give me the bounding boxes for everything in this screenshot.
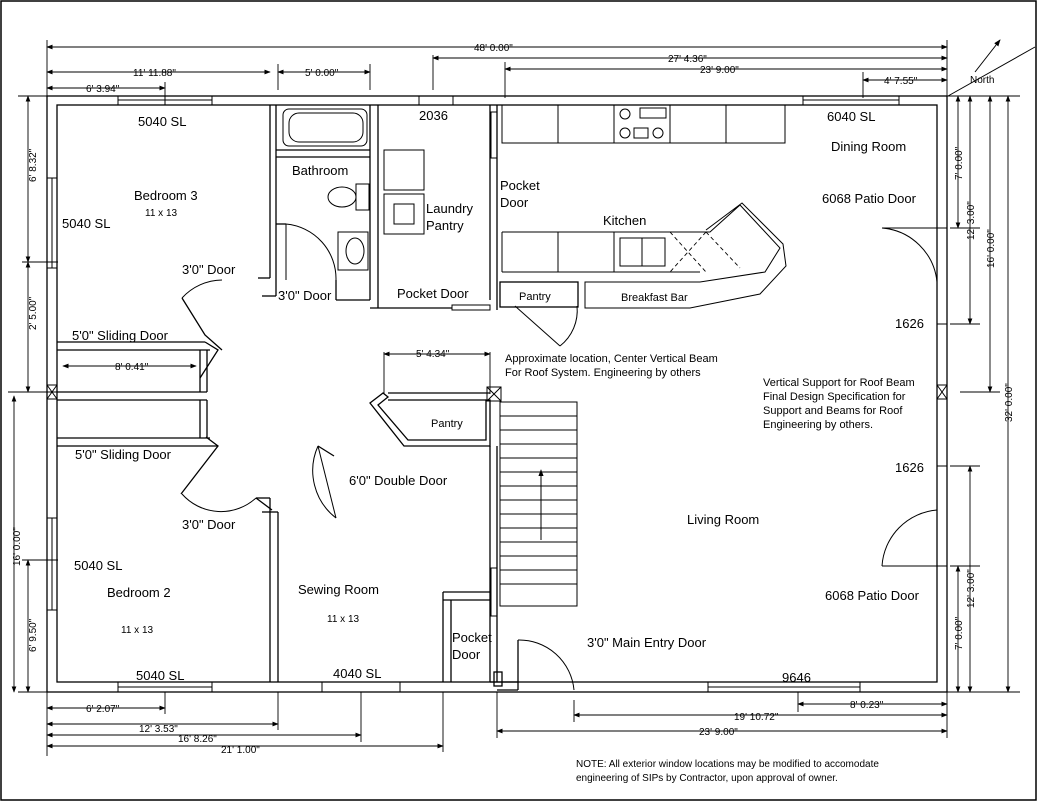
windows bbox=[46, 95, 948, 693]
dim-8-023: 8' 0.23" bbox=[850, 700, 884, 711]
dim-19-1072: 19' 10.72" bbox=[734, 712, 779, 723]
sewing-window-label: 4040 SL bbox=[333, 666, 381, 681]
note-line1: NOTE: All exterior window locations may … bbox=[576, 759, 879, 770]
patio-door-top-label: 6068 Patio Door bbox=[822, 191, 917, 206]
bedroom3-size: 11 x 13 bbox=[145, 208, 177, 219]
bedroom3-label: Bedroom 3 bbox=[134, 188, 198, 203]
top-dimensions: 48' 0.00" 27' 4.36" 11' 11.88" 5' 0.00" … bbox=[46, 40, 948, 98]
dim-6-394: 6' 3.94" bbox=[86, 84, 120, 95]
dim-16-000-left: 16' 0.00" bbox=[12, 527, 23, 566]
sewing-room-size: 11 x 13 bbox=[327, 614, 359, 625]
bedroom2-window-left-label: 5040 SL bbox=[74, 558, 122, 573]
dim-7-000-top: 7' 0.00" bbox=[954, 146, 965, 180]
support-note-line2: Final Design Specification for bbox=[763, 391, 906, 403]
breakfast-bar-label: Breakfast Bar bbox=[621, 292, 688, 304]
hall-pantry-label: Pantry bbox=[431, 418, 463, 430]
dining-room-label: Dining Room bbox=[831, 139, 906, 154]
dim-48-overall: 48' 0.00" bbox=[474, 43, 513, 54]
kitchen-label: Kitchen bbox=[603, 213, 646, 228]
laundry-fixtures bbox=[383, 149, 425, 235]
laundry-pantry-label: Pantry bbox=[426, 218, 464, 233]
bathroom-door-label: 3'0" Door bbox=[278, 288, 332, 303]
pocket-door-bottom-line2: Door bbox=[452, 647, 481, 662]
dim-27-436: 27' 4.36" bbox=[668, 54, 707, 65]
dim-16-826: 16' 8.26" bbox=[178, 734, 217, 745]
door-swings bbox=[181, 111, 938, 691]
kitchen-counters bbox=[501, 104, 787, 309]
dim-12-353: 12' 3.53" bbox=[139, 724, 178, 735]
north-label: North bbox=[970, 75, 994, 86]
bathroom-label: Bathroom bbox=[292, 163, 348, 178]
staircase bbox=[486, 386, 578, 607]
dim-6-207: 6' 2.07" bbox=[86, 704, 120, 715]
dim-11-1188: 11' 11.88" bbox=[133, 68, 176, 79]
right-dimensions: 7' 0.00" 12' 3.00" 16' 0.00" 32' 0.00" 1… bbox=[940, 95, 1020, 693]
dim-2-500: 2' 5.00" bbox=[28, 296, 39, 330]
patio-door-bottom-label: 6068 Patio Door bbox=[825, 588, 920, 603]
window-1626-top-label: 1626 bbox=[895, 316, 924, 331]
window-9646-label: 9646 bbox=[782, 670, 811, 685]
dim-23-900-top: 23' 9.00" bbox=[700, 65, 739, 76]
double-door-label: 6'0" Double Door bbox=[349, 473, 448, 488]
support-note-line4: Engineering by others. bbox=[763, 419, 873, 431]
kitchen-pocket-label: Pocket bbox=[500, 178, 540, 193]
bathroom-fixtures bbox=[282, 108, 370, 271]
hall-angled-walls bbox=[180, 297, 335, 511]
kitchen-door-label: Door bbox=[500, 195, 529, 210]
left-dimensions: 6' 8.32" 2' 5.00" 16' 0.00" 6' 9.50" bbox=[8, 95, 58, 693]
dim-6-950: 6' 9.50" bbox=[28, 618, 39, 652]
dim-21-100: 21' 1.00" bbox=[221, 745, 260, 756]
laundry-pocket-door-label: Pocket Door bbox=[397, 286, 469, 301]
dim-5-434: 5' 4.34" bbox=[416, 349, 450, 360]
dim-5-000: 5' 0.00" bbox=[305, 68, 339, 79]
dim-16-000-right: 16' 0.00" bbox=[986, 229, 997, 268]
bedroom2-window-bottom-label: 5040 SL bbox=[136, 668, 184, 683]
support-note-line3: Support and Beams for Roof bbox=[763, 405, 903, 417]
pocket-door-bottom-line1: Pocket bbox=[452, 630, 492, 645]
window-1626-bottom-label: 1626 bbox=[895, 460, 924, 475]
sewing-room-label: Sewing Room bbox=[298, 582, 379, 597]
sliding-door-bottom-label: 5'0" Sliding Door bbox=[75, 447, 172, 462]
bedroom3-window-left-label: 5040 SL bbox=[62, 216, 110, 231]
dim-4-755: 4' 7.55" bbox=[884, 76, 918, 87]
main-entry-door-label: 3'0" Main Entry Door bbox=[587, 635, 707, 650]
sliding-door-top-label: 5'0" Sliding Door bbox=[72, 328, 169, 343]
bedroom2-door-label: 3'0" Door bbox=[182, 517, 236, 532]
dim-8-041: 8' 0.41" bbox=[115, 362, 149, 373]
bedroom2-label: Bedroom 2 bbox=[107, 585, 171, 600]
support-note-line1: Vertical Support for Roof Beam bbox=[763, 377, 915, 389]
kitchen-pantry-label: Pantry bbox=[519, 291, 551, 303]
beam-note-line1: Approximate location, Center Vertical Be… bbox=[505, 353, 718, 365]
bedroom3-door-label: 3'0" Door bbox=[182, 262, 236, 277]
dining-window-label: 6040 SL bbox=[827, 109, 875, 124]
laundry-label: Laundry bbox=[426, 201, 473, 216]
dim-23-900-bottom: 23' 9.00" bbox=[699, 727, 738, 738]
living-room-label: Living Room bbox=[687, 512, 759, 527]
dim-7-000-bottom: 7' 0.00" bbox=[954, 616, 965, 650]
dim-6-832: 6' 8.32" bbox=[28, 148, 39, 182]
note-line2: engineering of SIPs by Contractor, upon … bbox=[576, 773, 838, 784]
dim-12-300-top: 12' 3.00" bbox=[966, 201, 977, 240]
beam-note-line2: For Roof System. Engineering by others bbox=[505, 367, 701, 379]
north-compass: North bbox=[947, 39, 1036, 97]
bottom-dimensions: 6' 2.07" 12' 3.53" 16' 8.26" 21' 1.00" 8… bbox=[46, 692, 948, 756]
laundry-window-label: 2036 bbox=[419, 108, 448, 123]
room-labels: 5040 SL Bedroom 3 11 x 13 5040 SL 3'0" D… bbox=[62, 108, 924, 784]
bedroom2-size: 11 x 13 bbox=[121, 625, 153, 636]
dim-32-000: 32' 0.00" bbox=[1004, 383, 1015, 422]
dim-12-300-bottom: 12' 3.00" bbox=[966, 569, 977, 608]
interior-dimensions: 8' 0.41" 5' 4.34" bbox=[62, 349, 491, 394]
bedroom3-window-top-label: 5040 SL bbox=[138, 114, 186, 129]
